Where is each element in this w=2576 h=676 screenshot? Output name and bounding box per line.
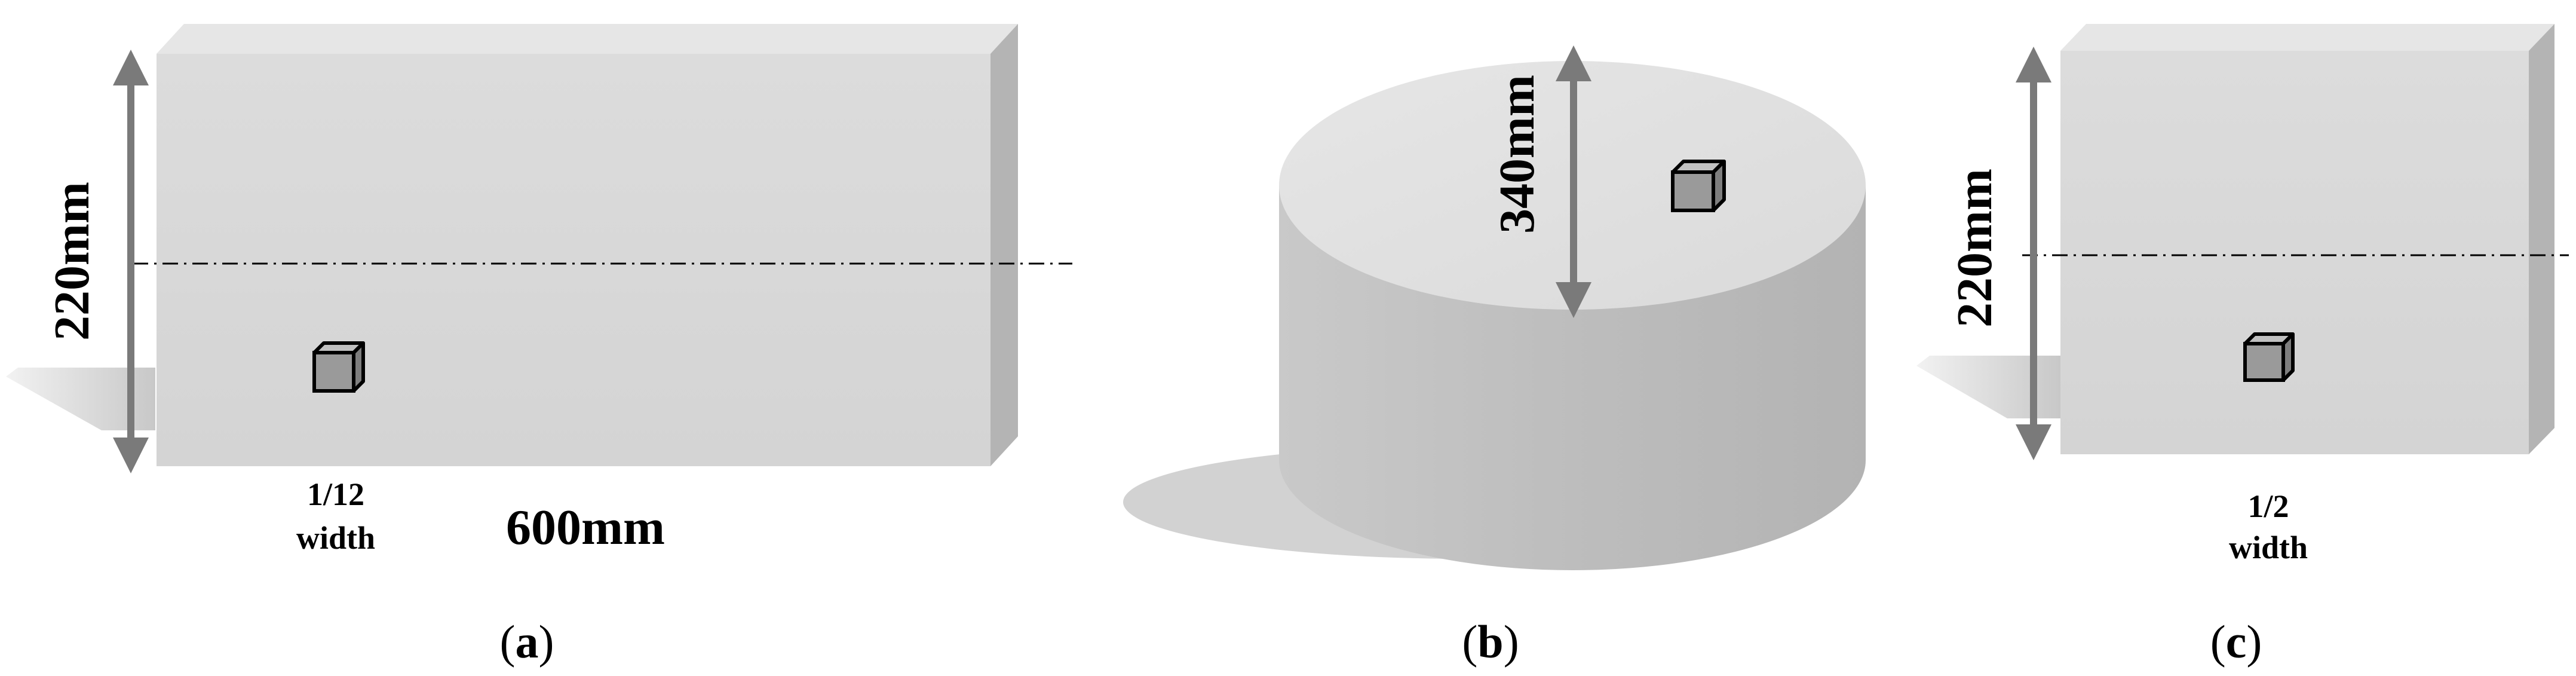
block-c-top-face	[2060, 24, 2554, 51]
block-c-position-label-line2: width	[2229, 530, 2308, 565]
block-a-front-face	[157, 54, 990, 466]
panel-b-caption: (b)	[1462, 616, 1519, 668]
block-c-position-label-line1: 1/2	[2247, 488, 2289, 524]
block-c-shadow	[1916, 356, 2060, 418]
panel-a-caption: (a)	[500, 616, 554, 668]
block-c-side-face	[2529, 24, 2554, 454]
block-a-side-face	[990, 24, 1018, 466]
sensor-cube-b	[1671, 160, 1726, 212]
block-c-height-label: 220mm	[1947, 169, 2002, 328]
panel-c: 220mm 1/2 width (c)	[1916, 24, 2569, 668]
panel-c-caption: (c)	[2210, 616, 2262, 668]
block-a-position-label-line2: width	[296, 520, 375, 556]
block-a-height-label: 220mm	[44, 182, 100, 341]
sensor-cube-c	[2243, 332, 2295, 382]
cylinder-height-label: 340mm	[1489, 75, 1545, 234]
block-a-position-label-line1: 1/12	[307, 476, 364, 512]
sensor-cube-a	[312, 341, 365, 393]
panel-a: 220mm 1/12 width 600mm (a)	[6, 24, 1072, 668]
panel-b: 340mm (b)	[1123, 45, 1866, 668]
block-a-width-label: 600mm	[506, 500, 665, 555]
block-a-top-face-main	[157, 24, 1018, 54]
block-c-front-face	[2060, 51, 2529, 454]
